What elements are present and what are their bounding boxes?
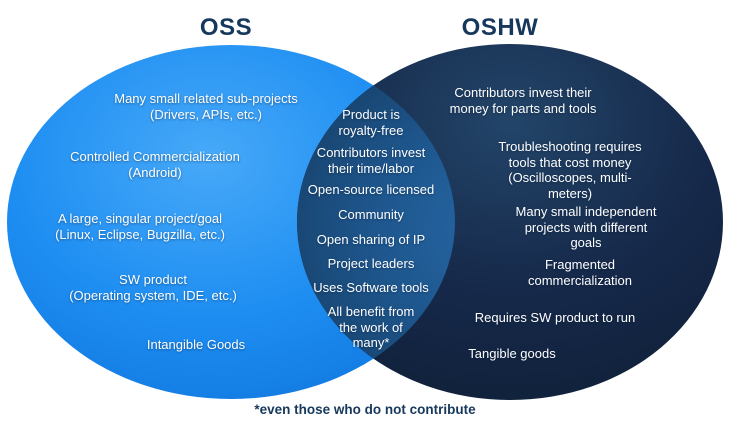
overlap-lens xyxy=(297,45,455,399)
overlap-item-ip-sharing: Open sharing of IP xyxy=(316,232,426,247)
overlap-item-project-leaders: Project leaders xyxy=(327,256,415,271)
oshw-item-sw-product-required: Requires SW product to run xyxy=(474,310,636,325)
oshw-item-troubleshooting: Troubleshooting requires tools that cost… xyxy=(498,139,642,201)
overlap-item-time-labor: Contributors invest their time/labor xyxy=(316,145,426,176)
oss-item-sub-projects: Many small related sub-projects (Drivers… xyxy=(114,91,298,122)
oshw-item-fragmented-commercialization: Fragmented commercialization xyxy=(527,257,633,288)
oshw-item-parts-tools: Contributors invest their money for part… xyxy=(449,85,597,116)
oss-item-singular-project: A large, singular project/goal (Linux, E… xyxy=(55,211,225,242)
oss-item-sw-product: SW product (Operating system, IDE, etc.) xyxy=(69,272,237,303)
oss-label: OSS xyxy=(199,14,253,41)
overlap-item-open-source-licensed: Open-source licensed xyxy=(307,182,435,197)
oss-item-intangible-goods: Intangible Goods xyxy=(146,337,246,352)
oshw-label: OSHW xyxy=(461,14,539,41)
overlap-item-community: Community xyxy=(338,207,404,222)
oss-item-controlled-commercialization: Controlled Commercialization (Android) xyxy=(70,149,240,180)
overlap-item-royalty-free: Product is royalty-free xyxy=(338,107,404,138)
overlap-item-software-tools: Uses Software tools xyxy=(313,280,429,295)
footnote: *even those who do not contribute xyxy=(254,402,476,417)
oshw-item-independent-projects: Many small independent projects with dif… xyxy=(515,204,657,250)
oshw-item-tangible-goods: Tangible goods xyxy=(468,346,556,361)
overlap-item-all-benefit: All benefit from the work of many* xyxy=(327,304,415,350)
